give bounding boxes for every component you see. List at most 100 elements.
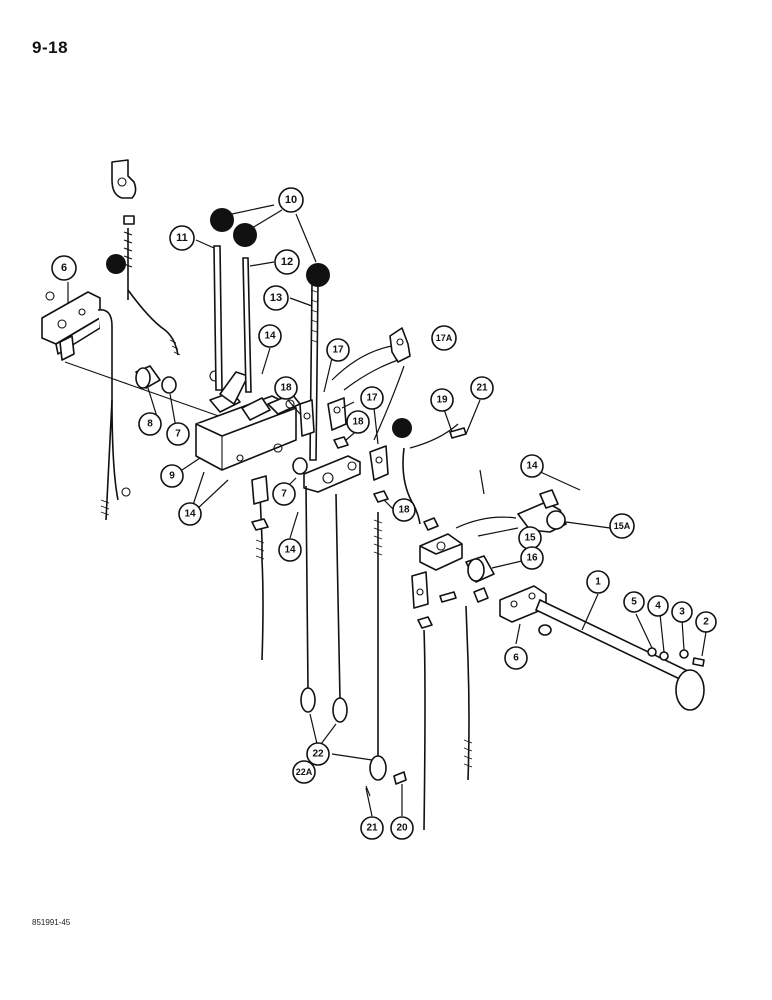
lever-link xyxy=(303,455,361,493)
svg-text:22: 22 xyxy=(312,749,324,760)
callout-6-left: 6 xyxy=(51,255,77,281)
callout-22: 22 xyxy=(306,742,330,766)
svg-text:14: 14 xyxy=(184,509,196,520)
callout-17-b: 17 xyxy=(360,386,384,410)
bolt-19-lower xyxy=(439,591,457,603)
callout-7-center: 7 xyxy=(272,482,296,506)
svg-text:18: 18 xyxy=(398,505,410,516)
callout-2: 2 xyxy=(695,611,717,633)
bushing xyxy=(135,365,161,389)
svg-text:7: 7 xyxy=(175,429,181,440)
callout-11: 11 xyxy=(169,225,195,251)
callout-18-b: 18 xyxy=(346,410,370,434)
callout-12: 12 xyxy=(274,249,300,275)
callout-8: 8 xyxy=(138,412,162,436)
washer-left xyxy=(161,376,177,394)
svg-text:18: 18 xyxy=(280,383,292,394)
callout-19: 19 xyxy=(430,388,454,412)
clevis-17a xyxy=(389,327,411,363)
svg-text:8: 8 xyxy=(147,419,153,430)
left-mounting-bracket xyxy=(41,291,101,361)
callout-14-d: 14 xyxy=(520,454,544,478)
callout-4: 4 xyxy=(647,595,669,617)
knob-13 xyxy=(306,263,330,287)
svg-text:19: 19 xyxy=(436,395,448,406)
pivot-block-15 xyxy=(419,533,463,571)
knob-right xyxy=(392,418,412,438)
callout-14-c: 14 xyxy=(278,538,302,562)
svg-text:21: 21 xyxy=(366,823,378,834)
callout-13: 13 xyxy=(263,285,289,311)
callout-1: 1 xyxy=(586,570,610,594)
callout-15a: 15A xyxy=(609,513,635,539)
knob-left xyxy=(106,254,126,274)
hardware-2-5 xyxy=(647,647,705,667)
svg-text:15A: 15A xyxy=(614,521,631,531)
bushing-16 xyxy=(465,555,495,583)
callout-3: 3 xyxy=(671,601,693,623)
left-long-bent-rod xyxy=(97,309,131,521)
lever-11 xyxy=(213,245,223,391)
svg-text:11: 11 xyxy=(176,232,188,244)
center-long-rod xyxy=(365,512,407,797)
right-clevis-lower xyxy=(411,571,433,831)
svg-text:4: 4 xyxy=(655,601,661,612)
callout-18-a: 18 xyxy=(274,376,298,400)
callout-18-c: 18 xyxy=(392,498,416,522)
svg-text:14: 14 xyxy=(526,461,538,472)
callout-16: 16 xyxy=(520,546,544,570)
svg-text:1: 1 xyxy=(595,577,601,588)
callout-17a: 17A xyxy=(431,325,457,351)
callout-10: 10 xyxy=(278,187,304,213)
callout-15: 15 xyxy=(518,526,542,550)
callout-14-b: 14 xyxy=(178,502,202,526)
svg-text:10: 10 xyxy=(285,194,297,206)
callout-22a: 22A xyxy=(292,760,316,784)
left-bent-rod xyxy=(127,289,181,356)
control-pivot-blocks xyxy=(209,371,301,421)
callout-20: 20 xyxy=(390,816,414,840)
callout-9: 9 xyxy=(160,464,184,488)
leaders xyxy=(67,204,707,817)
clevis-17-upper xyxy=(327,397,347,431)
nut-18b xyxy=(333,436,349,449)
center-vertical-rods xyxy=(300,485,348,723)
lever-12 xyxy=(242,257,252,393)
control-base xyxy=(195,395,297,471)
svg-text:18: 18 xyxy=(352,417,364,428)
left-threaded-rod xyxy=(123,228,133,300)
svg-text:6: 6 xyxy=(513,653,519,664)
washer-right xyxy=(538,624,552,636)
svg-text:3: 3 xyxy=(679,607,685,618)
lower-left-rod xyxy=(251,475,269,661)
svg-text:13: 13 xyxy=(270,292,282,304)
figure-id: 851991-45 xyxy=(32,918,71,927)
callout-5: 5 xyxy=(623,591,645,613)
svg-text:6: 6 xyxy=(61,262,67,274)
svg-text:14: 14 xyxy=(264,331,276,342)
svg-text:5: 5 xyxy=(631,597,637,608)
callout-21-b: 21 xyxy=(360,816,384,840)
svg-text:17: 17 xyxy=(366,393,378,404)
callout-17-a: 17 xyxy=(326,338,350,362)
left-upper-clevis xyxy=(111,159,137,225)
svg-text:7: 7 xyxy=(281,489,287,500)
shaft-1 xyxy=(534,598,705,711)
callout-6-right: 6 xyxy=(504,646,528,670)
svg-text:21: 21 xyxy=(476,383,488,394)
callout-7-left: 7 xyxy=(166,422,190,446)
callout-21-a: 21 xyxy=(470,376,494,400)
right-bracket xyxy=(463,585,547,781)
svg-text:22A: 22A xyxy=(296,767,313,777)
knob-12 xyxy=(233,223,257,247)
svg-text:17: 17 xyxy=(332,345,344,356)
clevis-17-lower xyxy=(369,445,389,481)
knob-11 xyxy=(210,208,234,232)
svg-text:16: 16 xyxy=(526,553,538,564)
page-number: 9-18 xyxy=(32,38,69,57)
clevis-18a xyxy=(299,399,315,437)
block-15a xyxy=(517,489,567,533)
svg-text:2: 2 xyxy=(703,617,709,628)
